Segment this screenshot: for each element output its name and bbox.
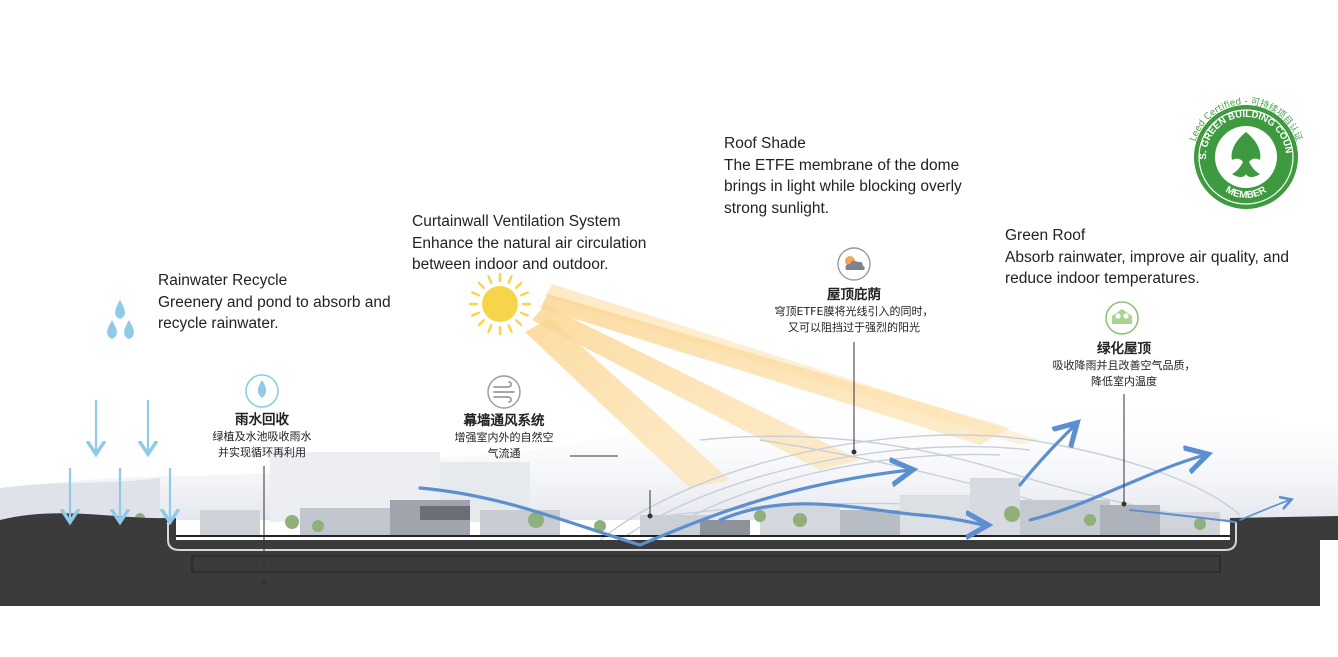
leed-member-text: MEMBER: [1224, 184, 1270, 201]
green-roof-line1: Absorb rainwater, improve air quality, a…: [1005, 248, 1290, 266]
green-roof-cn-line1: 吸收降雨并且改善空气品质，: [1052, 359, 1196, 372]
curtainwall-cn-title: 幕墙通风系统: [463, 413, 545, 429]
rainwater-label: Rainwater Recycle Greenery and pond to a…: [158, 270, 391, 335]
sun-ray: [487, 275, 493, 284]
sun-icon: [468, 272, 532, 336]
sun-ray: [520, 291, 529, 297]
sun-cloud-icon: [837, 247, 871, 281]
raindrops-icon: [107, 300, 134, 339]
green-roof-icon: [1105, 301, 1139, 335]
green-roof-label: Green Roof Absorb rainwater, improve air…: [1005, 225, 1289, 290]
sun-ray: [471, 291, 480, 297]
wind-icon: [487, 375, 521, 409]
sun-ray: [515, 281, 523, 289]
svg-text:MEMBER: MEMBER: [1224, 184, 1270, 201]
curtainwall-title: Curtainwall Ventilation System: [412, 213, 621, 230]
rain-arrows: [70, 400, 170, 520]
curtainwall-cn-label: 幕墙通风系统 增强室内外的自然空 气流通: [424, 412, 584, 462]
sun-ray: [477, 319, 485, 327]
curtainwall-label: Curtainwall Ventilation System Enhance t…: [412, 211, 646, 276]
green-roof-cn-label: 绿化屋顶 吸收降雨并且改善空气品质， 降低室内温度: [1024, 340, 1224, 390]
rainwater-title: Rainwater Recycle: [158, 272, 288, 289]
rainwater-cn-label: 雨水回收 绿植及水池吸收雨水 并实现循环再利用: [182, 411, 342, 461]
sun-ray: [477, 281, 485, 289]
svg-text:U.S. GREEN BUILDING COUNCIL: U.S. GREEN BUILDING COUNCIL: [0, 0, 1294, 160]
green-roof-title: Green Roof: [1005, 227, 1086, 244]
green-roof-line2: reduce indoor temperatures.: [1005, 270, 1200, 287]
water-drop-icon: [245, 374, 279, 408]
roof-shade-cn-title: 屋顶庇荫: [827, 287, 881, 303]
roof-shade-line3: strong sunlight.: [724, 199, 830, 217]
roof-shade-cn-line1: 穹顶ETFE膜将光线引入的同时，: [774, 305, 934, 318]
sun-ray: [487, 324, 493, 333]
curtainwall-cn-line1: 增强室内外的自然空: [454, 431, 554, 444]
roof-shade-line2: brings in light while blocking overly: [724, 178, 962, 195]
ground-section: [0, 513, 1338, 606]
sun-ray: [507, 275, 513, 284]
airflow-arrows: [418, 425, 1290, 547]
rainwater-cn-line2: 并实现循环再利用: [218, 446, 306, 459]
curtainwall-line1: Enhance the natural air circulation: [412, 234, 647, 252]
sun-beams: [525, 284, 1040, 488]
rainwater-line2: recycle rainwater.: [158, 315, 279, 332]
roof-shade-cn-line2: 又可以阻挡过于强烈的阳光: [788, 321, 920, 334]
leader-lines: [261, 342, 1127, 585]
sun-ray: [520, 311, 529, 317]
green-roof-cn-line2: 降低室内温度: [1091, 375, 1157, 388]
roof-shade-label: Roof Shade The ETFE membrane of the dome…: [724, 133, 962, 219]
sun-ray: [471, 311, 480, 317]
green-roof-cn-title: 绿化屋顶: [1097, 341, 1151, 357]
curtainwall-cn-line2: 气流通: [487, 447, 521, 460]
roof-shade-title: Roof Shade: [724, 135, 806, 152]
roof-shade-cn-label: 屋顶庇荫 穹顶ETFE膜将光线引入的同时， 又可以阻挡过于强烈的阳光: [754, 286, 954, 336]
curtainwall-line2: between indoor and outdoor.: [412, 256, 609, 273]
roof-shade-line1: The ETFE membrane of the dome: [724, 156, 960, 174]
rainwater-cn-line1: 绿植及水池吸收雨水: [212, 430, 312, 443]
sun-ray: [507, 324, 513, 333]
leed-council-text: U.S. GREEN BUILDING COUNCIL: [0, 0, 1294, 160]
rainwater-cn-title: 雨水回收: [235, 412, 289, 428]
sun-ray: [515, 319, 523, 327]
leed-badge: Leed Certified - 可持续项目认证 U.S. GREEN BUIL…: [0, 0, 1304, 209]
rainwater-line1: Greenery and pond to absorb and: [158, 293, 391, 311]
